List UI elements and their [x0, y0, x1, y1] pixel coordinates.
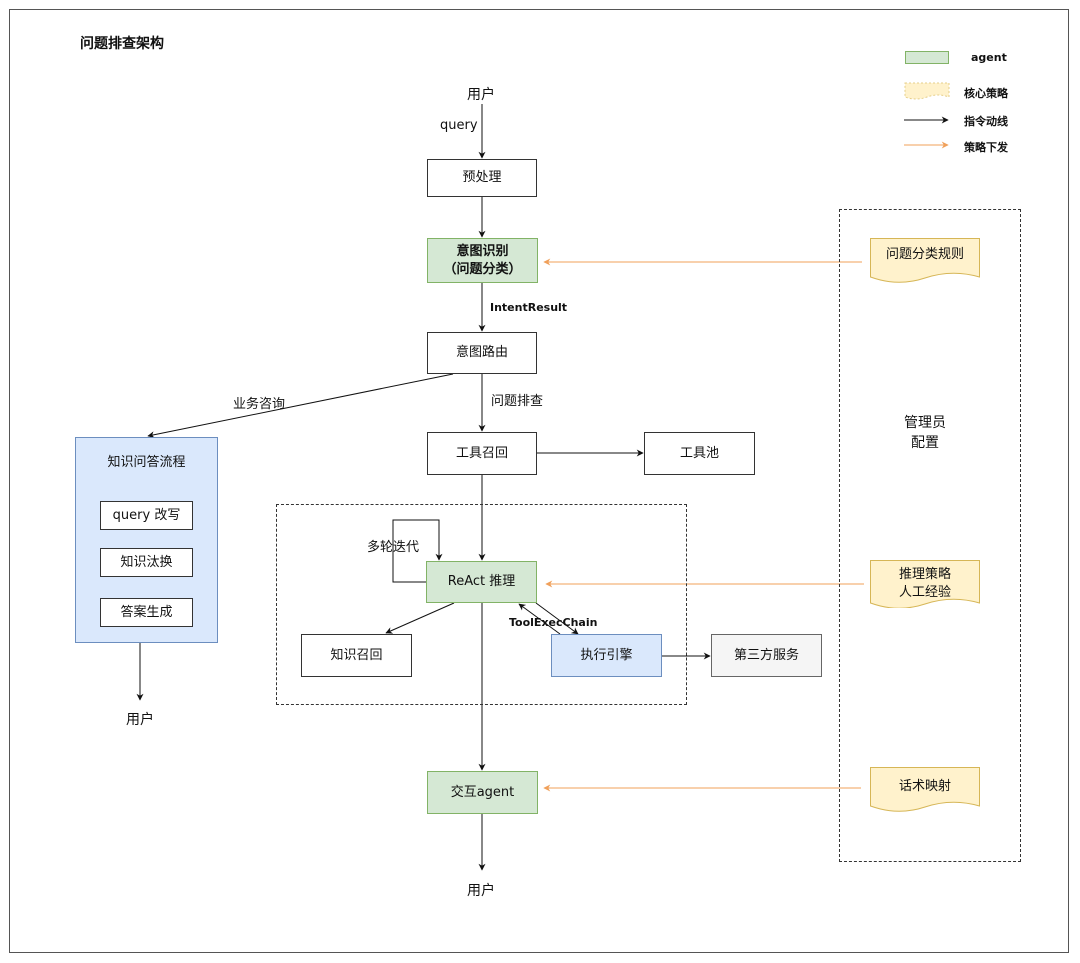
qa-step-query-rewrite[interactable]: query 改写 [100, 501, 193, 530]
arrow-multi-round-loop [392, 519, 443, 583]
intent-result-label: IntentResult [490, 301, 568, 314]
tool-recall-text: 工具召回 [455, 445, 508, 461]
diagram-title: 问题排查架构 [80, 36, 164, 52]
knowledge-recall-text: 知识召回 [330, 647, 383, 663]
arrow-react-to-engine [535, 602, 579, 635]
third-party-text: 第三方服务 [733, 647, 799, 663]
knowledge-qa-container[interactable]: 知识问答流程 [75, 437, 218, 643]
knowledge-recall-node[interactable]: 知识召回 [301, 634, 412, 677]
preprocess-text: 预处理 [462, 170, 502, 185]
multi-round-label: 多轮迭代 [367, 540, 420, 555]
user-bottom-label: 用户 [467, 883, 495, 899]
qa-step-text: 知识汰换 [120, 554, 173, 570]
knowledge-qa-title: 知识问答流程 [107, 455, 186, 470]
legend-strategy-swatch [904, 82, 950, 100]
rules-doc-text: 问题分类规则 [885, 247, 964, 262]
admin-config-label: 管理员 配置 [880, 413, 970, 453]
interaction-agent-text: 交互agent [450, 784, 515, 800]
tool-recall-node[interactable]: 工具召回 [427, 432, 537, 475]
reasoning-doc-text-1: 推理策略 [898, 567, 951, 582]
react-reasoning-text: ReAct 推理 [447, 574, 516, 589]
reasoning-strategy-doc[interactable]: 推理策略 人工经验 [870, 560, 980, 608]
document-shape-icon [870, 560, 980, 608]
reasoning-group [276, 504, 687, 705]
intent-routing-node[interactable]: 意图路由 [427, 332, 537, 374]
document-shape-icon [870, 238, 980, 283]
intent-recognition-text-1: 意图识别 [456, 243, 509, 259]
react-reasoning-node[interactable]: ReAct 推理 [426, 561, 537, 603]
query-label: query [440, 118, 478, 133]
tool-exec-chain-label: ToolExecChain [509, 616, 598, 629]
exec-engine-text: 执行引擎 [580, 647, 633, 663]
document-shape-icon [870, 767, 980, 812]
qa-step-text: query 改写 [112, 507, 181, 523]
preprocess-node[interactable]: 预处理 [427, 159, 537, 197]
intent-recognition-text-2: （问题分类） [443, 261, 522, 277]
intent-recognition-node[interactable]: 意图识别 （问题分类） [427, 238, 538, 283]
qa-step-answer-generate[interactable]: 答案生成 [100, 598, 193, 627]
troubleshoot-label: 问题排查 [491, 394, 544, 409]
tool-pool-node[interactable]: 工具池 [644, 432, 755, 475]
script-mapping-text: 话术映射 [898, 779, 951, 794]
qa-step-text: 答案生成 [120, 604, 173, 620]
third-party-node[interactable]: 第三方服务 [711, 634, 822, 677]
reasoning-doc-text-2: 人工经验 [898, 585, 951, 600]
user-top-label: 用户 [467, 87, 495, 103]
legend-dispatch-label: 策略下发 [964, 141, 1008, 154]
arrow-react-to-knowledge-recall [385, 602, 455, 634]
arrow-engine-to-react [518, 603, 561, 635]
user-left-label: 用户 [126, 712, 154, 728]
tool-pool-text: 工具池 [679, 445, 719, 461]
admin-label-line1: 管理员 [904, 415, 946, 431]
arrow-routing-to-qa [147, 373, 454, 439]
legend-strategy-label: 核心策略 [964, 87, 1008, 100]
admin-config-group [839, 209, 1021, 862]
intent-routing-text: 意图路由 [455, 345, 508, 360]
exec-engine-node[interactable]: 执行引擎 [551, 634, 662, 677]
legend-agent-swatch [905, 51, 949, 64]
rules-doc[interactable]: 问题分类规则 [870, 238, 980, 286]
legend-command-label: 指令动线 [964, 115, 1008, 128]
business-consult-label: 业务咨询 [233, 397, 286, 412]
interaction-agent-node[interactable]: 交互agent [427, 771, 538, 814]
script-mapping-doc[interactable]: 话术映射 [870, 767, 980, 815]
admin-label-line2: 配置 [911, 435, 939, 451]
qa-step-knowledge-eliminate[interactable]: 知识汰换 [100, 548, 193, 577]
legend-agent-label: agent [971, 51, 1007, 64]
